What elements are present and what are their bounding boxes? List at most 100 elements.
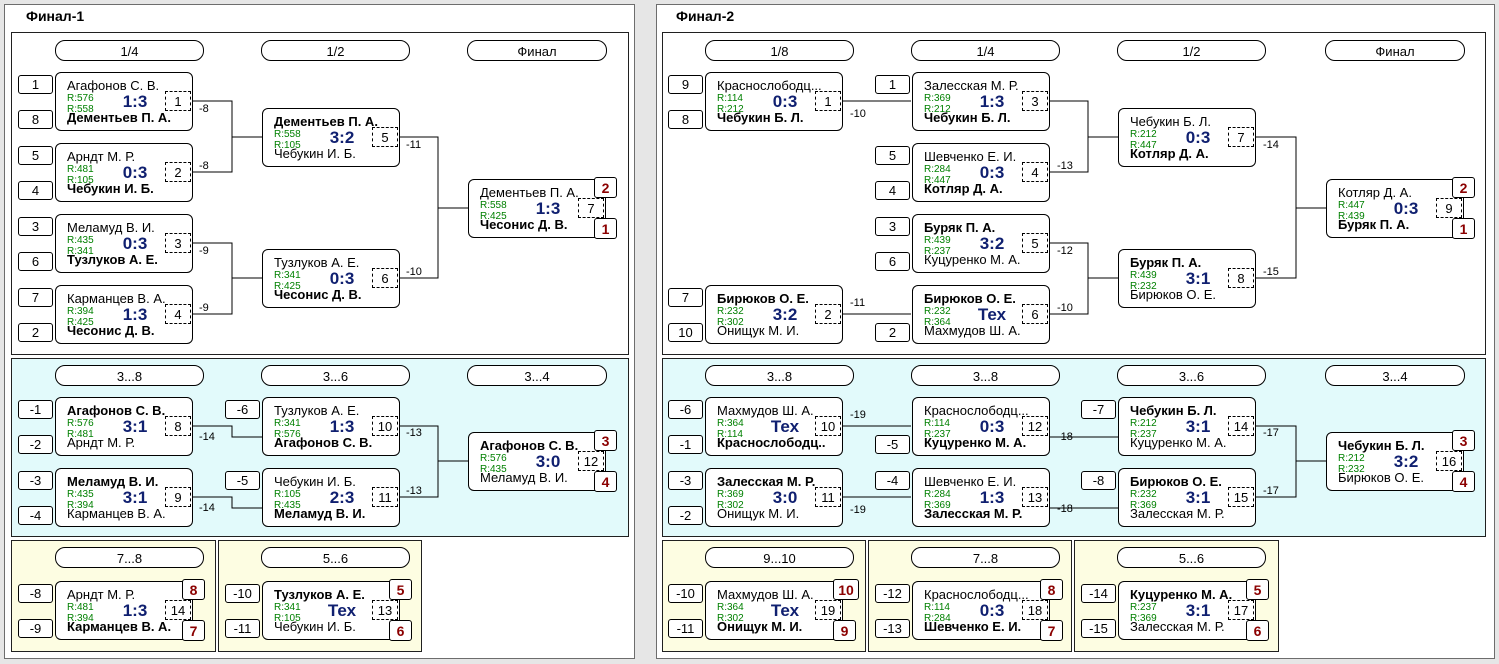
seed-box: -6 [668,400,703,419]
player-1-rating: R:439 [924,235,951,246]
player-2-name: Бирюков О. Е. [1130,288,1216,302]
player-2-name: Арндт М. Р. [67,436,136,450]
player-1-name: Чебукин Б. Л. [1338,439,1425,453]
place-badge: 3 [594,430,617,451]
player-2-rating: R:341 [67,246,94,257]
seed-box: -11 [668,619,703,638]
player-2-name: Онищук М. И. [717,507,800,521]
match-score: 3:0 [772,488,798,507]
seed-box: 2 [18,323,53,342]
player-1-name: Шевченко Е. И. [924,475,1017,489]
match-number: 12 [1022,416,1048,436]
round-header: 1/8 [705,40,854,61]
loser-destination-note: -10 [850,108,866,120]
loser-destination-note: -8 [199,103,209,115]
seed-box: -3 [668,471,703,490]
seed-box: 4 [18,181,53,200]
match-number: 6 [372,268,398,288]
match-score: 3:1 [1185,269,1211,288]
seed-box: -11 [225,619,260,638]
seed-box: -4 [18,506,53,525]
player-1-rating: R:558 [274,129,301,140]
player-2-name: Агафонов С. В. [274,436,373,450]
player-2-rating: R:576 [274,429,301,440]
place-badge: 4 [1452,471,1475,492]
match-number: 7 [578,198,604,218]
player-2-name: Куцуренко М. А. [924,253,1021,267]
loser-destination-note: -11 [850,297,866,309]
player-2-name: Буряк П. А. [1338,218,1410,232]
match-number: 14 [1228,416,1254,436]
player-1-rating: R:439 [1130,270,1157,281]
player-1-name: Буряк П. А. [924,221,996,235]
loser-destination-note: -8 [199,160,209,172]
match-score: 3:0 [535,452,561,471]
match-score: 0:3 [329,269,355,288]
player-2-rating: R:394 [67,500,94,511]
seed-box: -12 [875,584,910,603]
round-header: 5...6 [1117,547,1266,568]
player-1-rating: R:481 [67,164,94,175]
seed-box: 7 [668,288,703,307]
match-score: 3:1 [1185,417,1211,436]
seed-box: -10 [225,584,260,603]
player-1-rating: R:105 [274,489,301,500]
panel-title-final-2: Финал-2 [676,8,735,24]
round-header: Финал [1325,40,1465,61]
round-header: 5...6 [261,547,410,568]
match-score: 0:3 [979,417,1005,436]
match-number: 5 [372,127,398,147]
player-1-name: Краснослободц... [924,404,1029,418]
match-number: 16 [1436,451,1462,471]
match-score: 3:2 [1393,452,1419,471]
match-score: 0:3 [1393,199,1419,218]
player-1-rating: R:364 [717,602,744,613]
loser-destination-note: -13 [406,427,422,439]
match-score: 3:1 [1185,488,1211,507]
seed-box: -1 [668,435,703,454]
place-badge: 8 [182,579,205,600]
match-number: 7 [1228,127,1254,147]
place-badge: 5 [1246,579,1269,600]
player-2-rating: R:302 [717,500,744,511]
player-2-rating: R:558 [67,104,94,115]
seed-box: 2 [875,323,910,342]
player-2-name: Чебукин И. Б. [67,182,154,196]
round-header: Финал [467,40,607,61]
player-2-name: Онищук М. И. [717,324,800,338]
player-2-name: Куцуренко М. А. [924,436,1027,450]
